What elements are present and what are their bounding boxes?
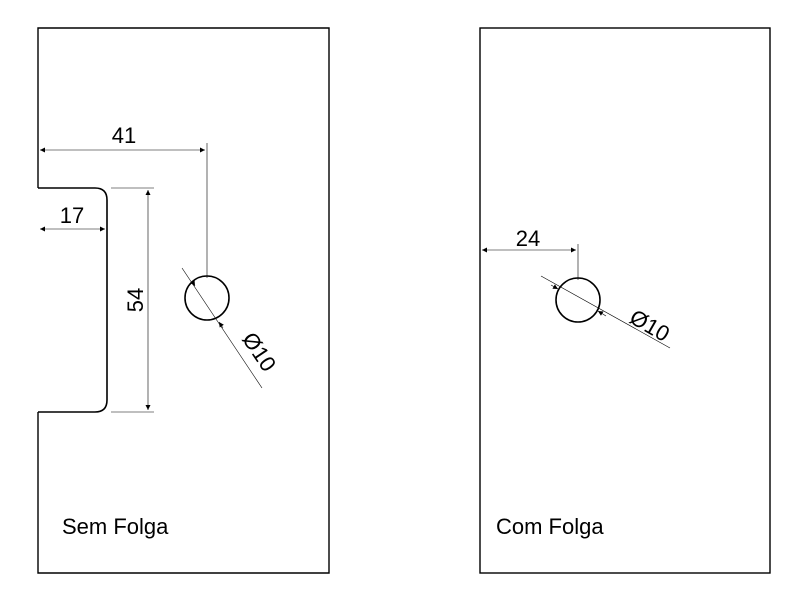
dimension-hole-offset: 24 [482, 226, 579, 280]
plate-outline [479, 27, 771, 574]
dimension-label-hole-offset: 24 [516, 226, 540, 251]
notch-cutout [38, 187, 108, 413]
dimension-label-hole-diameter: Ø10 [237, 328, 281, 376]
dimension-label-notch-height: 54 [123, 288, 148, 312]
dimension-label-notch-depth: 17 [60, 203, 84, 228]
panel-caption: Sem Folga [62, 514, 169, 539]
plate-outline [37, 27, 330, 574]
dimension-hole-offset: 41 [40, 123, 208, 278]
dimension-notch-height: 54 [111, 187, 154, 413]
panel-caption: Com Folga [496, 514, 604, 539]
dimension-notch-depth: 17 [40, 203, 105, 232]
dimension-label-hole-offset: 41 [112, 123, 136, 148]
panel-com-folga: 24 Ø10 Com Folga [479, 27, 771, 574]
panel-sem-folga: 41 17 54 Ø10 Sem Folga [37, 27, 330, 574]
dimension-label-hole-diameter: Ø10 [625, 304, 674, 346]
hole-circle [555, 277, 601, 323]
